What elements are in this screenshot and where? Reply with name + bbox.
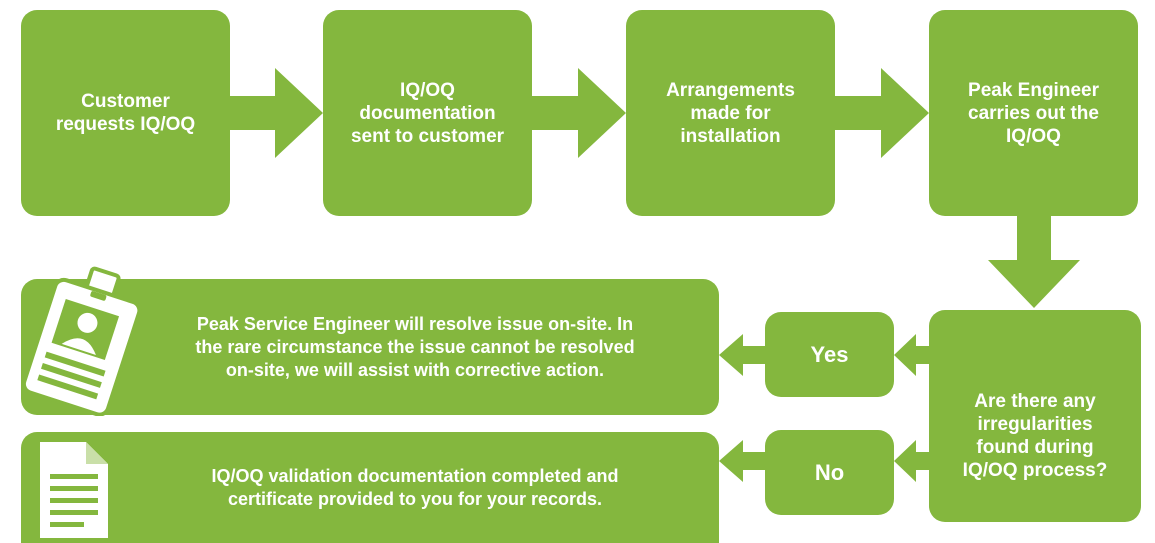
step-documentation-sent: IQ/OQ documentation sent to customer	[323, 10, 532, 216]
document-icon	[40, 442, 108, 538]
id-badge-icon	[21, 266, 142, 416]
arrow-down	[988, 216, 1080, 308]
result-resolve-on-site: Peak Service Engineer will resolve issue…	[21, 279, 719, 415]
arrow-left-decision-to-no	[894, 440, 929, 482]
branch-yes: Yes	[765, 312, 894, 397]
result-documentation-completed: IQ/OQ validation documentation completed…	[21, 432, 719, 543]
arrow-left-yes-to-result	[719, 334, 765, 376]
arrow-right-2	[532, 68, 626, 158]
arrow-right-3	[835, 68, 929, 158]
arrow-right-1	[230, 68, 323, 158]
step-customer-requests: Customer requests IQ/OQ	[21, 10, 230, 216]
step-engineer-carries-out: Peak Engineer carries out the IQ/OQ	[929, 10, 1138, 216]
arrow-left-decision-to-yes	[894, 334, 929, 376]
decision-irregularities: Are there any irregularities found durin…	[929, 310, 1141, 522]
arrow-left-no-to-result	[719, 440, 765, 482]
branch-no: No	[765, 430, 894, 515]
step-arrangements-made: Arrangements made for installation	[626, 10, 835, 216]
